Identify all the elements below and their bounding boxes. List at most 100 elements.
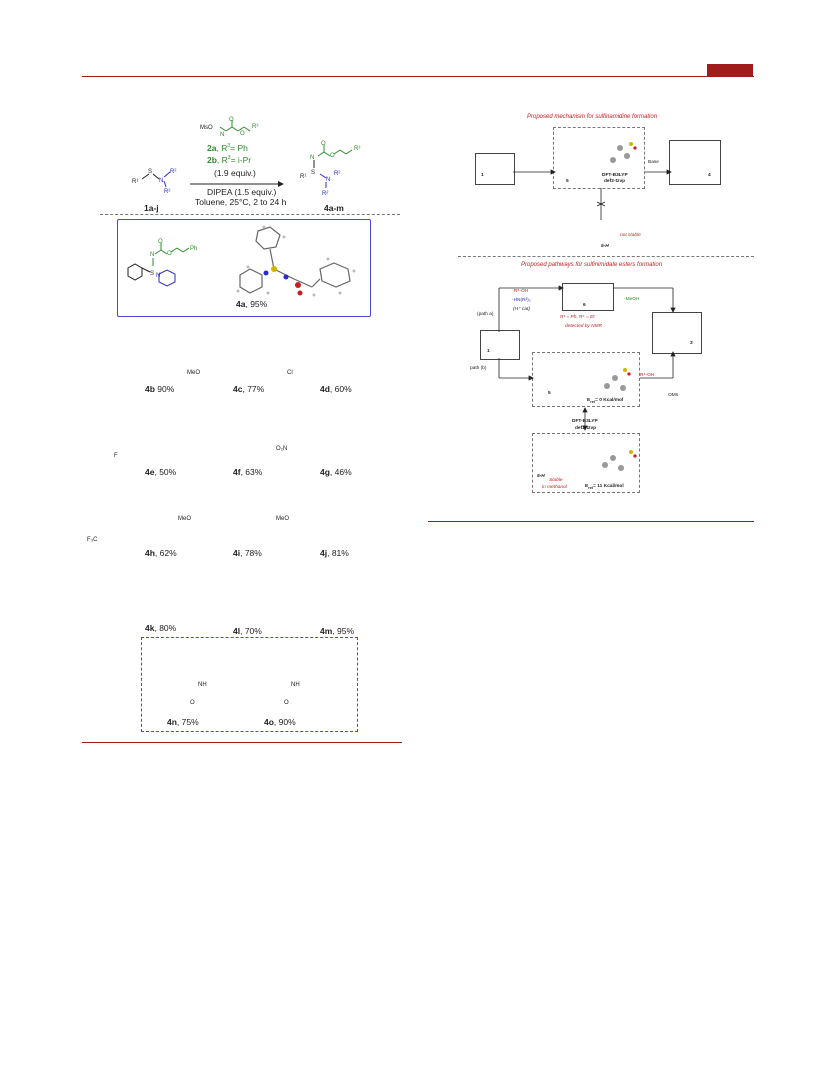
- product-4a-structure: S N O O Ph N: [127, 239, 197, 287]
- int-5h-label-bottom: 5-H: [537, 474, 545, 479]
- svg-text:N: N: [220, 132, 224, 138]
- dft-label-top: DFT-B3LYP: [602, 173, 628, 178]
- sulfur-atom-icon: [271, 266, 277, 272]
- svg-text:R²: R²: [164, 189, 170, 195]
- svg-text:R²: R²: [170, 169, 176, 175]
- box-int-5h: [532, 433, 640, 493]
- acid-cat-label: (H⁺ cat): [513, 307, 530, 312]
- start-material-1: R¹ S N R² R²: [132, 169, 176, 195]
- svg-text:R²: R²: [322, 191, 328, 197]
- svg-text:R¹: R¹: [132, 179, 138, 185]
- stable-label: Stable: [549, 478, 563, 483]
- product-4-structure: N O O R³ S R¹ N R² R²: [300, 141, 360, 197]
- box-int-5-bottom: [532, 352, 640, 407]
- int-1-label-top: 1: [481, 173, 484, 178]
- svg-text:N: N: [150, 252, 154, 258]
- box-int-4: [669, 140, 721, 185]
- xray-crystal-structure-image: [236, 225, 356, 297]
- product-4e-label: 4e, 50%: [145, 467, 177, 477]
- product-4c-label: 4c, 77%: [233, 384, 265, 394]
- mechanism-divider: [458, 256, 754, 257]
- not-stable-label: not stable: [620, 233, 641, 238]
- r4oh-label: R⁴-OH: [514, 289, 529, 294]
- carbonyl-o-4o: O: [284, 700, 289, 706]
- svg-text:N: N: [159, 178, 163, 184]
- figure-bottom-rule-left: [82, 742, 402, 743]
- substituent-meo-4j: MeO: [276, 516, 290, 522]
- product-4n-label: 4n, 75%: [167, 717, 199, 727]
- reagent-2b-label: 2b, R3= i-Pr: [207, 155, 252, 165]
- product-4l-label: 4l, 70%: [233, 626, 262, 636]
- amine-release-label: -HN(R²)₂: [512, 298, 531, 303]
- svg-text:O: O: [240, 131, 245, 137]
- int-4-label: 4: [708, 173, 711, 178]
- svg-text:N: N: [156, 273, 160, 279]
- box-int-5: [553, 127, 645, 189]
- nh-4n: NH: [198, 682, 207, 688]
- product-4a-label: 4a, 95%: [236, 299, 268, 309]
- product-label: 4a-m: [324, 203, 344, 213]
- oms-label: OMs: [668, 393, 679, 398]
- svg-text:R²: R²: [334, 171, 340, 177]
- svg-text:S: S: [150, 271, 154, 277]
- substituent-meo-4i: MeO: [178, 516, 192, 522]
- path-a-label: (path a): [477, 312, 494, 317]
- basis-label-top: def2-tzvp: [604, 179, 626, 184]
- svg-text:O: O: [158, 239, 163, 245]
- product-4d-label: 4d, 60%: [320, 384, 352, 394]
- svg-text:S: S: [311, 170, 315, 176]
- substituent-cf3-4h: F₃C: [87, 537, 98, 543]
- int-5-label-bottom: 5: [548, 391, 551, 396]
- svg-text:R³: R³: [354, 146, 360, 152]
- svg-text:O: O: [229, 117, 234, 123]
- path-b-label: path (b): [470, 366, 487, 371]
- detected-nmr-label: detected by NMR: [565, 324, 603, 329]
- header-rule: [82, 76, 754, 77]
- svg-text:S: S: [148, 169, 152, 175]
- svg-text:Ph: Ph: [190, 246, 197, 252]
- product-4k-label: 4k, 80%: [145, 623, 177, 633]
- start-label: 1a-j: [144, 203, 159, 213]
- reagent-structure: MsO N O O R³: [200, 117, 258, 138]
- product-4h-label: 4h, 62%: [145, 548, 177, 558]
- product-4o-label: 4o, 90%: [264, 717, 296, 727]
- svg-text:R¹: R¹: [300, 174, 306, 180]
- product-4f-label: 4f, 63%: [233, 467, 263, 477]
- product-4a-box: [117, 219, 371, 317]
- svg-text:R³: R³: [252, 124, 258, 130]
- int-6-label: 6: [583, 303, 586, 308]
- substituent-cl-4d: Cl: [287, 370, 293, 376]
- product-4j-label: 4j, 81%: [320, 548, 349, 558]
- scheme-divider: [100, 214, 400, 215]
- base-label: Base: [648, 160, 659, 165]
- header-accent-tab: [707, 64, 753, 77]
- nh-4o: NH: [291, 682, 300, 688]
- product-4b-label: 4b 90%: [145, 384, 175, 394]
- mechanism-a-title: Proposed mechanism for sulfinamidine for…: [527, 114, 658, 120]
- svg-text:N: N: [310, 155, 314, 161]
- figure-bottom-rule-right: [428, 521, 754, 522]
- erel-0-label: Erel= 0 Kcal/mol: [587, 398, 624, 404]
- substituent-meo-4c: MeO: [187, 370, 201, 376]
- meoh-release-label: -MeOH: [624, 297, 640, 302]
- mechanism-b-title: Proposed pathways for sulfinimidate este…: [521, 262, 663, 268]
- svg-text:O: O: [321, 141, 326, 147]
- box-int-1-top: [475, 153, 515, 185]
- int-5-label: 5: [566, 179, 569, 184]
- svg-text:O: O: [330, 153, 335, 159]
- r4oh-label-b: R⁴-OH: [640, 373, 655, 378]
- int-3-label: 3: [690, 341, 693, 346]
- r1-r4-label: R¹ = Ph, R⁴ = Et: [560, 315, 595, 320]
- reagent-2a-label: 2a, R3= Ph: [207, 143, 248, 153]
- in-methanol-label: in methanol: [542, 485, 567, 490]
- substituent-f-4e: F: [114, 453, 118, 459]
- conditions-base: DIPEA (1.5 equiv.): [207, 187, 277, 197]
- int-1-label-bottom: 1: [487, 349, 490, 354]
- reaction-arrow: [190, 181, 284, 187]
- erel-11-label: Erel= 11 Kcal/mol: [585, 484, 624, 490]
- carbonyl-o-4n: O: [190, 700, 195, 706]
- product-4i-label: 4i, 78%: [233, 548, 262, 558]
- svg-text:O: O: [167, 251, 172, 257]
- product-4g-label: 4g, 46%: [320, 467, 352, 477]
- conditions-solvent: Toluene, 25°C, 2 to 24 h: [195, 197, 287, 207]
